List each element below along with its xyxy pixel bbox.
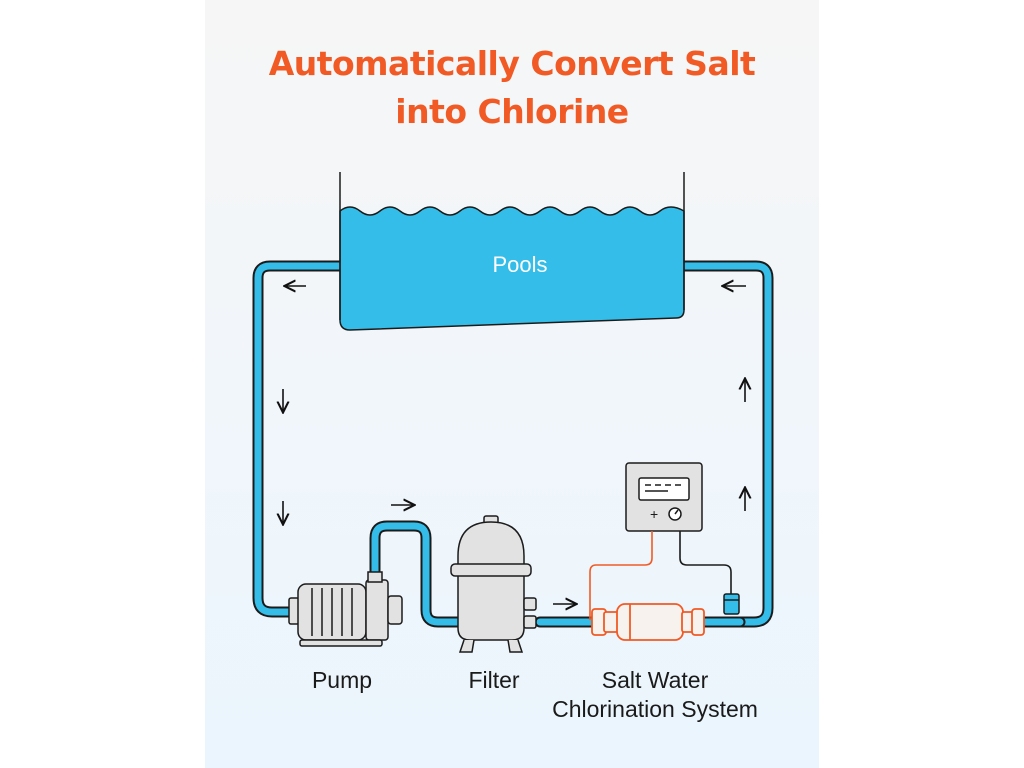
- filter-port-top: [523, 597, 537, 611]
- control-plus-symbol: +: [650, 506, 658, 522]
- pool-water: [339, 206, 685, 331]
- pipe-pump-filter-water: [371, 522, 462, 626]
- sensor-wire: [679, 531, 732, 594]
- pump-outlet: [367, 571, 383, 583]
- pipe-right-water: [680, 262, 772, 626]
- salt-chlorinator-cell: [591, 603, 705, 641]
- swcg-label-line-1: Salt Water: [601, 667, 709, 693]
- filter-illustration: [450, 515, 537, 653]
- pool: [339, 172, 685, 331]
- control-display: [638, 477, 690, 501]
- filter-leg-right: [507, 639, 524, 653]
- pump-endcap: [387, 595, 403, 625]
- pipe-right-outline: [678, 260, 774, 628]
- filter-port-bottom: [523, 615, 537, 629]
- filter-tank: [457, 521, 525, 641]
- filter-band: [450, 563, 532, 577]
- pump-label: Pump: [311, 667, 373, 693]
- pump-housing: [365, 579, 389, 641]
- diagram-title: Automatically Convert Salt into Chlorine: [205, 40, 819, 136]
- pipe-loop: [252, 260, 774, 628]
- pump-illustration: [288, 571, 403, 647]
- pump-base: [299, 639, 383, 647]
- pipe-left-water: [254, 262, 346, 616]
- pool-label: Pools: [492, 252, 548, 277]
- salt-water-chlorination-label: Salt Water Chlorination System: [525, 666, 785, 724]
- title-line-2: into Chlorine: [395, 92, 629, 131]
- flow-arrows: [283, 286, 746, 604]
- cell-power-wire: [589, 531, 653, 620]
- pipe-left-outline: [252, 260, 348, 618]
- chlorinator-control-box: +: [625, 462, 703, 532]
- flow-sensor: [723, 593, 740, 615]
- title-line-1: Automatically Convert Salt: [268, 44, 756, 83]
- filter-label: Filter: [468, 667, 520, 693]
- filter-leg-left: [458, 639, 475, 653]
- swcg-label-line-2: Chlorination System: [552, 696, 758, 722]
